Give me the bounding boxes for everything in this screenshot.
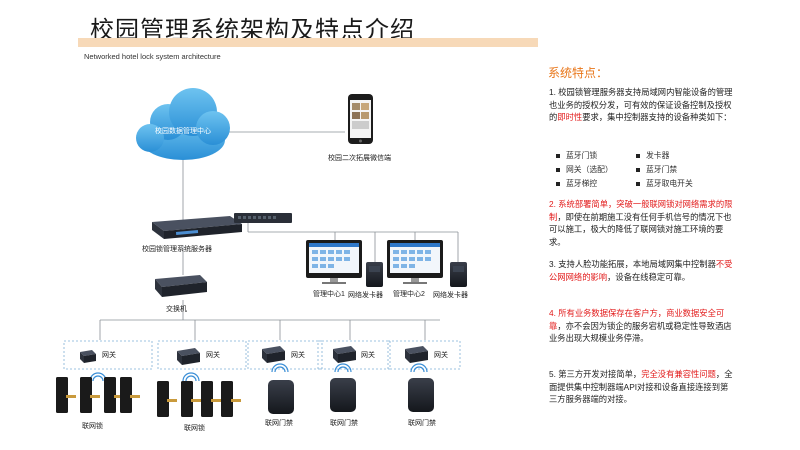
gateway-icon-3	[262, 346, 285, 363]
bullet-square-icon	[556, 168, 560, 172]
device-item: 网关（选配）	[556, 164, 613, 175]
phone-label: 校园二次拓展微信端	[328, 155, 391, 162]
feature-3-text: 3. 支持人脸功能拓展，本地局域网集中控制器	[549, 259, 716, 269]
center1-label: 管理中心1	[313, 291, 345, 298]
gateway-label-3: 网关	[291, 352, 305, 359]
monitor-icon-1	[306, 240, 362, 284]
device-item: 蓝牙取电开关	[636, 178, 693, 189]
gateway-icon-2	[177, 348, 200, 365]
feature-2: 2. 系统部署简单，突破一般联网锁对网络需求的限制，即使在前期施工没有任何手机信…	[549, 198, 735, 248]
switch-label: 交换机	[166, 306, 187, 313]
feature-2-tail: ，即使在前期施工没有任何手机信号的情况下也可以施工，极大的降低了联网锁对施工环境…	[549, 211, 732, 247]
page-subtitle: Networked hotel lock system architecture	[84, 52, 221, 61]
gateway-label-5: 网关	[434, 352, 448, 359]
cloud-icon	[136, 88, 230, 160]
card-issuer-icon-2	[450, 262, 467, 287]
bullet-square-icon	[636, 154, 640, 158]
feature-1-highlight: 即时性	[557, 112, 583, 122]
cloud-label: 校园数据管理中心	[155, 128, 211, 135]
device-item: 发卡器	[636, 150, 669, 161]
switch-icon	[155, 275, 207, 297]
card-issuer-label-2: 网络发卡器	[433, 292, 468, 299]
server-icon	[152, 216, 242, 239]
feature-3-tail: ，设备在线稳定可靠。	[607, 271, 691, 282]
access-control-icon-1	[268, 380, 294, 414]
device-item: 蓝牙门禁	[636, 164, 677, 175]
device-item: 蓝牙门锁	[556, 150, 597, 161]
feature-4-highlight: 4. 所有业务数据保存在客户方，商业数据安全可靠	[549, 308, 725, 331]
architecture-diagram	[56, 88, 467, 417]
server-label: 校园锁管理系统服务器	[142, 246, 212, 253]
card-issuer-icon-1	[366, 262, 383, 287]
monitor-icon-2	[387, 240, 443, 284]
card-issuer-label-1: 网络发卡器	[348, 292, 383, 299]
features-heading: 系统特点：	[548, 66, 609, 80]
feature-4-tail: ，亦不会因为锁企的服务宕机或稳定性导致酒店业务出现大规模业务停滞。	[549, 320, 732, 344]
feature-1: 1. 校园锁管理服务器支持局域网内智能设备的管理也业务的授权分发，可有效的保证设…	[549, 86, 735, 124]
feature-3: 3. 支持人脸功能拓展，本地局域网集中控制器不受公网网络的影响，设备在线稳定可靠…	[549, 258, 735, 283]
network-lock-label-1: 联网锁	[82, 423, 103, 430]
feature-3-highlight: 不受公网网络的影响	[549, 259, 733, 282]
feature-1-tail: 要求，集中控制器支持的设备种类如下：	[582, 112, 732, 122]
network-lock-label-2: 联网锁	[184, 425, 205, 432]
bullet-square-icon	[556, 154, 560, 158]
network-lock-icons-2	[157, 381, 241, 417]
access-control-label-3: 联网门禁	[408, 420, 436, 427]
gateway-label-1: 网关	[102, 352, 116, 359]
gateway-label-2: 网关	[206, 352, 220, 359]
secondary-server-icon	[234, 213, 292, 223]
gateway-label-4: 网关	[361, 352, 375, 359]
title-underline-bar	[78, 38, 538, 47]
connection-lines	[99, 131, 459, 340]
phone-icon	[348, 94, 373, 144]
access-control-label-1: 联网门禁	[265, 420, 293, 427]
network-lock-icons-1	[56, 377, 140, 413]
center2-label: 管理中心2	[393, 291, 425, 298]
gateway-icon-4	[333, 346, 356, 363]
feature-2-highlight: 2. 系统部署简单，突破一般联网锁对网络需求的限制	[549, 199, 733, 222]
feature-1-text: 1. 校园锁管理服务器支持局域网内智能设备的管理也业务的授权分发，可有效的保证设…	[549, 87, 733, 122]
feature-4: 4. 所有业务数据保存在客户方，商业数据安全可靠，亦不会因为锁企的服务宕机或稳定…	[549, 307, 735, 345]
feature-5-tail: ，全面提供集中控制器端API对接和设备直接连接到第三方服务器端的对接。	[549, 369, 733, 404]
access-control-icon-2	[330, 378, 356, 412]
feature-5-highlight: 完全没有兼容性问题	[641, 369, 716, 379]
access-control-icon-3	[408, 378, 434, 412]
gateway-boxes	[63, 340, 461, 370]
device-item: 蓝牙梯控	[556, 178, 597, 189]
wifi-signal-icons	[89, 363, 428, 382]
gateway-icon-1	[80, 350, 96, 363]
feature-5: 5. 第三方开发对接简单，完全没有兼容性问题，全面提供集中控制器端API对接和设…	[549, 368, 735, 406]
access-control-label-2: 联网门禁	[330, 420, 358, 427]
gateway-icon-5	[405, 346, 428, 363]
feature-5-text: 5. 第三方开发对接简单，	[549, 369, 642, 379]
bullet-square-icon	[636, 182, 640, 186]
bullet-square-icon	[636, 168, 640, 172]
bullet-square-icon	[556, 182, 560, 186]
